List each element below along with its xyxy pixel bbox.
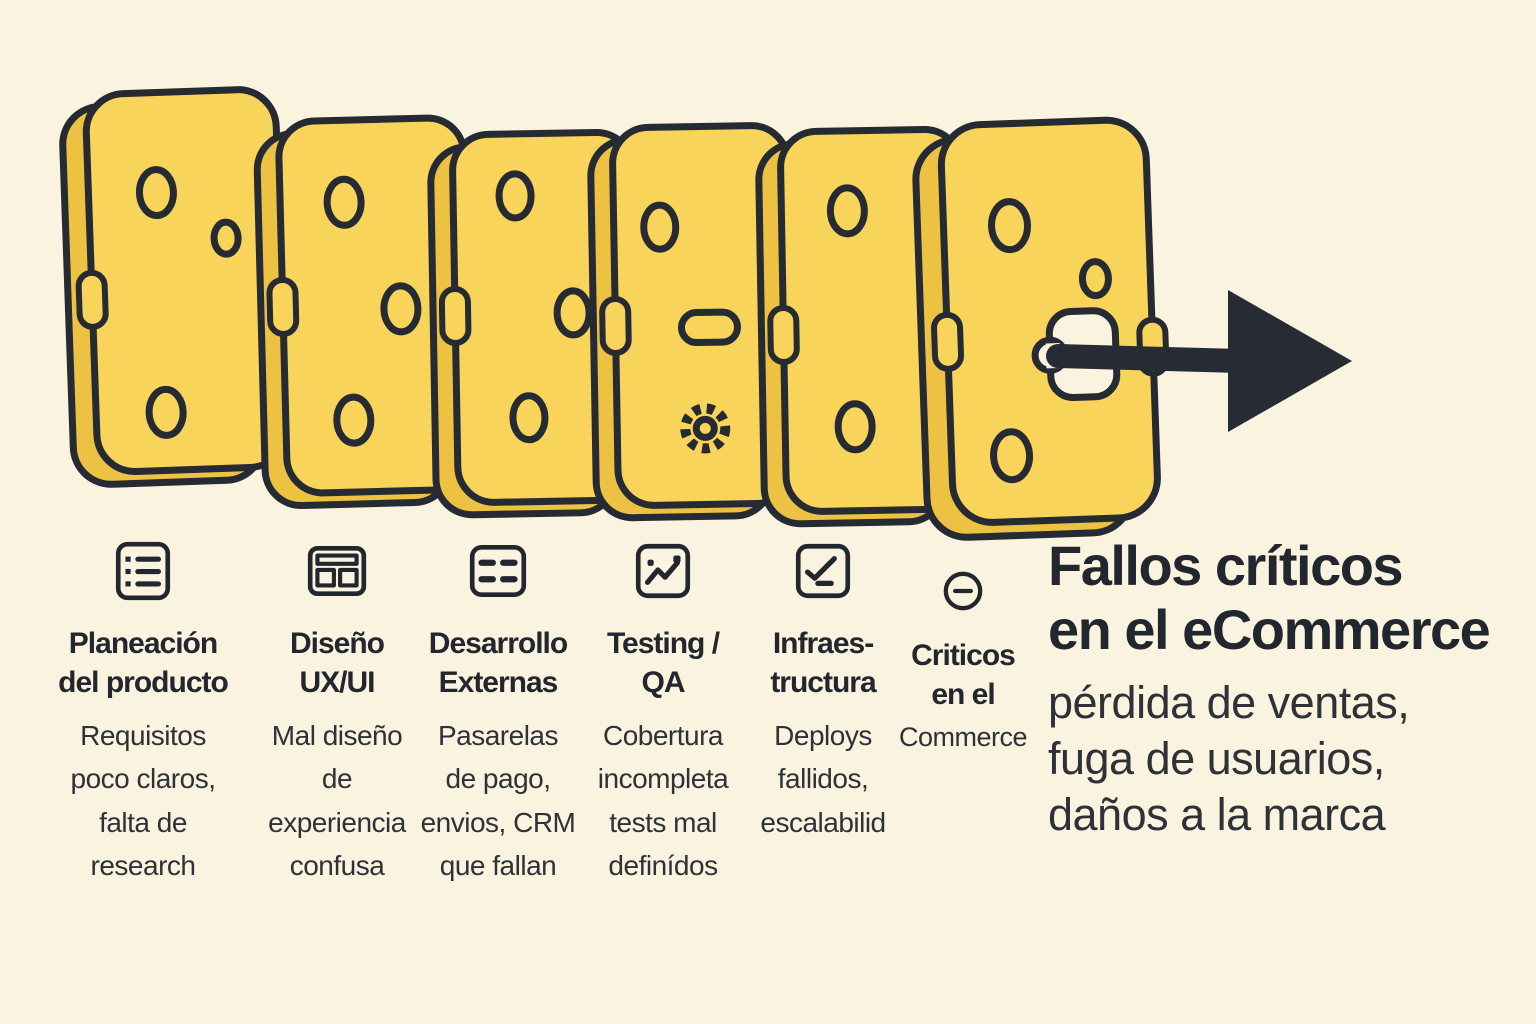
arrow-head <box>1228 290 1352 432</box>
result-title: Fallos críticos en el eCommerce <box>1048 534 1491 662</box>
testing-qa-icon <box>583 538 743 604</box>
stage-title: Diseño UX/UI <box>289 627 385 699</box>
stage-description: Deploys fallidos, escalabilid <box>760 720 886 838</box>
stage-product-planning: Planeación del producto Requisitos poco … <box>38 538 248 888</box>
domino-plate-2 <box>253 114 485 510</box>
stage-infrastructure: Infraes- tructura Deploys fallidos, esca… <box>743 538 903 844</box>
stage-ux-ui-design: Diseño UX/UI Mal diseño de experiencia c… <box>252 538 422 888</box>
gear-icon <box>680 403 731 454</box>
ux-ui-design-icon <box>252 538 422 604</box>
stage-critical-commerce: Criticos en el Commerce <box>893 538 1033 755</box>
stage-description: Requisitos poco claros, falta de researc… <box>70 720 216 882</box>
stage-external-development: Desarrollo Externas Pasarelas de pago, e… <box>408 538 588 888</box>
product-planning-icon <box>38 538 248 604</box>
stage-title: Criticos en el <box>911 639 1016 711</box>
stage-title: Planeación del producto <box>58 627 229 699</box>
stage-title: Desarrollo Externas <box>428 627 568 699</box>
domino-plate-5 <box>755 125 980 528</box>
stage-title: Infraes- tructura <box>770 627 876 699</box>
result-block: Fallos críticos en el eCommerce pérdida … <box>1048 534 1528 844</box>
external-development-icon <box>408 538 588 604</box>
result-subtitle: pérdida de ventas, fuga de usuarios, dañ… <box>1048 676 1410 841</box>
critical-minus-icon <box>893 566 1033 616</box>
domino-plate-6 <box>912 116 1170 541</box>
stage-title: Testing / QA <box>606 627 720 699</box>
stage-description: Commerce <box>898 722 1028 752</box>
infrastructure-icon <box>743 538 903 604</box>
stage-description: Mal diseño de experiencia confusa <box>268 720 406 882</box>
arrow-exit-shaft <box>1046 344 1252 373</box>
domino-plate-1 <box>59 86 299 488</box>
stage-description: Pasarelas de pago, envios, CRM que falla… <box>420 720 576 882</box>
stage-description: Cobertura incompleta tests mal definídos <box>597 720 729 882</box>
stage-testing-qa: Testing / QA Cobertura incompleta tests … <box>583 538 743 888</box>
